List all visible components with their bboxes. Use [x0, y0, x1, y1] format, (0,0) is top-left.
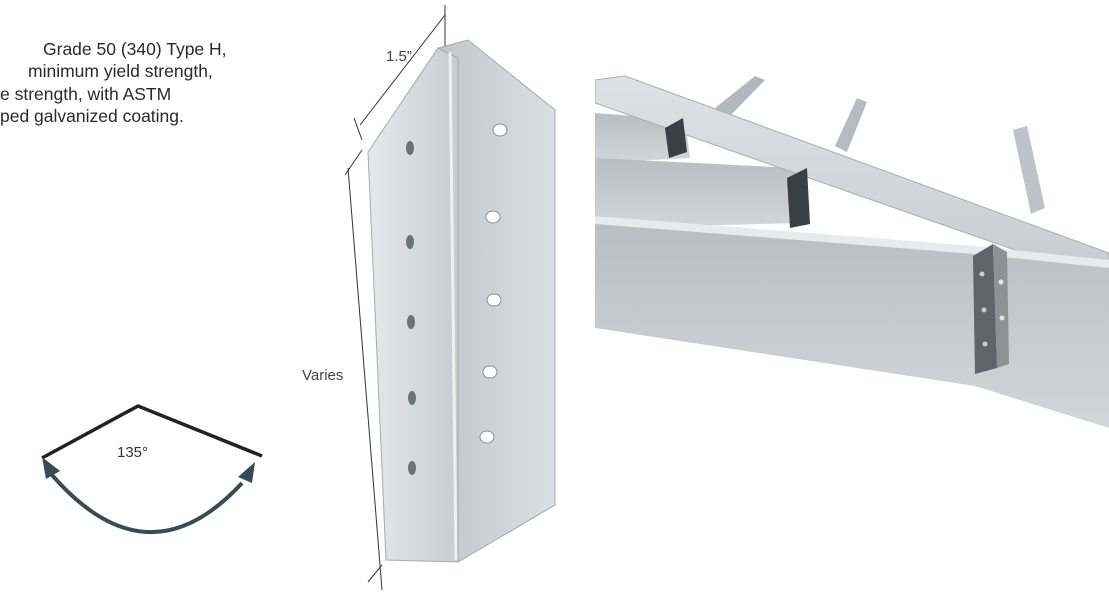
cross-beam: [595, 158, 805, 228]
bend-edge: [448, 51, 458, 561]
angle-bracket: [665, 118, 687, 158]
spec-line: minimum yield strength,: [28, 61, 213, 81]
angle-bracket-face: [993, 244, 1009, 368]
bolt-hole: [479, 430, 495, 444]
angle-bracket-diagram: [344, 5, 556, 591]
bolt: [998, 279, 1004, 285]
bolt-hole: [482, 365, 498, 379]
bolt: [979, 271, 985, 277]
bolt: [981, 307, 987, 313]
arrow-head-right: [238, 462, 255, 483]
spec-line: Grade 50 (340) Type H,: [43, 39, 227, 59]
spec-line: e strength, with ASTM: [0, 84, 172, 104]
top-chord: [595, 75, 1109, 284]
angle-bracket: [787, 168, 810, 228]
bolt: [982, 341, 988, 347]
specification-text: Grade 50 (340) Type H, minimum yield str…: [0, 38, 300, 168]
bolt-hole: [485, 210, 501, 224]
length-dimension-line: [347, 167, 383, 591]
spec-line: ped galvanized coating.: [0, 106, 184, 126]
bolt-hole: [406, 141, 414, 155]
width-dimension-line: [359, 14, 446, 126]
framing-installation-illustration: [595, 75, 1109, 448]
dim-extension-line: [353, 117, 363, 141]
bolt-hole: [408, 391, 416, 405]
left-flange: [367, 47, 459, 563]
vertical-member: [1013, 126, 1045, 214]
bend-angle-diagram: [41, 404, 263, 534]
dim-extension-line: [344, 149, 363, 176]
bolt: [999, 315, 1005, 321]
angle-arc: [50, 473, 244, 534]
angle-label: 135°: [117, 444, 149, 461]
bolt-hole: [407, 315, 415, 329]
bolt-hole: [406, 235, 414, 249]
length-dimension-label: Varies: [302, 367, 344, 384]
background: [595, 328, 1109, 448]
bolt-hole: [486, 293, 502, 307]
beam-top-flange: [595, 216, 1109, 268]
dim-extension-line: [367, 564, 383, 583]
bolt-hole: [408, 461, 416, 475]
width-dimension-label: 1.5”: [386, 48, 412, 65]
bend-profile-line: [41, 404, 263, 460]
vertical-member: [835, 98, 867, 152]
arrow-head-left: [42, 457, 60, 479]
bolt-hole: [492, 123, 508, 137]
vertical-member: [715, 76, 765, 118]
